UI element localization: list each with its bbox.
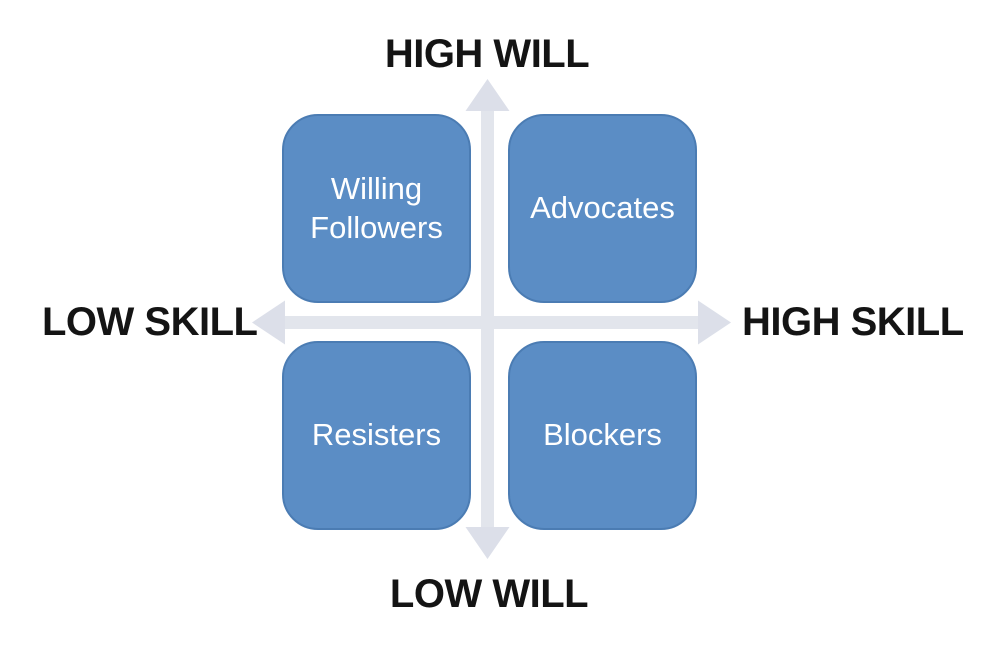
quadrant-label: Blockers — [543, 417, 662, 453]
axis-label-low-skill: LOW SKILL — [42, 300, 258, 344]
arrowhead-left-icon — [252, 300, 285, 345]
axis-label-high-skill: HIGH SKILL — [742, 300, 964, 344]
horizontal-axis-shaft — [282, 316, 702, 329]
arrowhead-down-icon — [465, 527, 510, 559]
quadrant-label: Advocates — [530, 190, 675, 226]
axis-label-low-will: LOW WILL — [389, 572, 589, 616]
arrowhead-right-icon — [698, 300, 731, 345]
quadrant-willing-followers: Willing Followers — [282, 114, 471, 303]
quadrant-advocates: Advocates — [508, 114, 697, 303]
quadrant-resisters: Resisters — [282, 341, 471, 530]
quadrant-label: Resisters — [311, 417, 442, 453]
axis-label-high-will: HIGH WILL — [384, 32, 590, 76]
quadrant-label: Willing Followers — [310, 170, 443, 245]
arrowhead-up-icon — [465, 79, 510, 111]
quadrant-blockers: Blockers — [508, 341, 697, 530]
